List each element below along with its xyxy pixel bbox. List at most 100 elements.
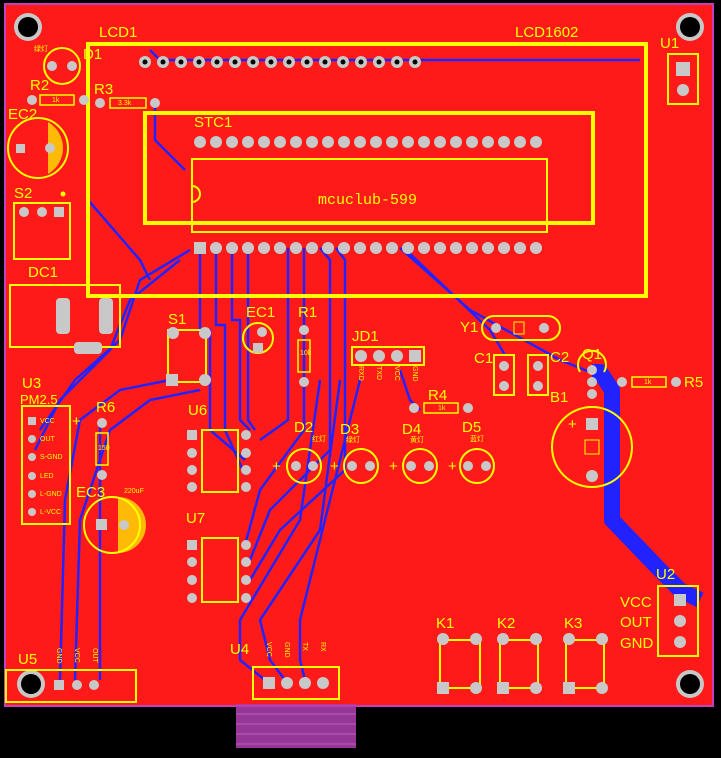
label-c2: C2 (550, 349, 570, 366)
label-u3-pin2: OUT (40, 436, 55, 443)
label-r3-val: 3.3k (118, 100, 132, 107)
label-d3-plus: + (330, 458, 339, 475)
u5-header (5, 669, 137, 703)
label-u2-pin1: VCC (620, 594, 652, 611)
label-ec2: EC2 (8, 106, 38, 123)
label-b1-plus: + (568, 416, 577, 433)
label-k3: K3 (564, 615, 583, 632)
label-u3-pin4: LED (40, 473, 54, 480)
r1-resistor (297, 325, 311, 387)
label-u4-pin3: TX (301, 642, 308, 651)
r3-resistor (95, 97, 160, 109)
label-d1: D1 (83, 46, 103, 63)
label-y1: Y1 (460, 319, 479, 336)
d5-led (459, 448, 495, 484)
label-dc1: DC1 (28, 264, 59, 281)
u3-sensor (21, 405, 71, 525)
label-jd1-pin3: VCC (393, 366, 400, 381)
k3-button (563, 633, 608, 694)
u7-ic (187, 537, 251, 603)
label-u3-pin3: S-GND (40, 454, 63, 461)
label-u3-pin6: L-VCC (40, 509, 62, 516)
d4-led (402, 448, 438, 484)
label-u7: U7 (186, 510, 206, 527)
label-d4-plus: + (389, 458, 398, 475)
label-u2-pin3: GND (620, 635, 654, 652)
power-trace (592, 364, 704, 608)
lcd-header-pins (139, 56, 421, 68)
ec2-capacitor (7, 117, 69, 179)
label-c1: C1 (474, 350, 494, 367)
label-u5-pin2: VCC (73, 648, 80, 663)
label-u4-pin1: VCC (265, 642, 272, 657)
jd1-header (351, 346, 425, 366)
label-d5: D5 (462, 419, 482, 436)
label-jd1: JD1 (352, 328, 379, 345)
stc1-pins-bottom (194, 242, 542, 254)
c2-capacitor (527, 354, 549, 396)
label-r4-val: 1k (438, 405, 446, 412)
label-jd1-pin1: RXD (357, 366, 364, 381)
label-r1-val: 10k (300, 350, 312, 357)
label-u2: U2 (656, 566, 676, 583)
label-d2-sub: 红灯 (312, 436, 326, 443)
label-r4: R4 (428, 387, 448, 404)
label-s1: S1 (168, 311, 187, 328)
label-lcd1: LCD1 (99, 24, 138, 41)
label-d5-sub: 蓝灯 (470, 436, 484, 443)
label-r1: R1 (298, 304, 318, 321)
label-b1: B1 (550, 389, 569, 406)
r4-resistor (409, 402, 473, 414)
label-d1-sub: 绿灯 (34, 46, 48, 53)
label-k1: K1 (436, 615, 455, 632)
q1-transistor (577, 349, 607, 399)
d2-led (286, 448, 322, 484)
label-u5-pin3: OUT (91, 648, 98, 663)
label-u3-plus: + (72, 413, 81, 430)
usb-keepout (236, 704, 356, 748)
label-u3-pin1: VCC (40, 418, 55, 425)
label-mcu-text: mcuclub-599 (318, 192, 418, 209)
stc1-pins-top (194, 136, 542, 148)
lcd1602-outline (86, 42, 648, 298)
label-d3-sub: 绿灯 (346, 437, 360, 444)
r6-resistor (95, 418, 109, 480)
label-r5: R5 (684, 374, 704, 391)
label-d2: D2 (294, 419, 314, 436)
r5-resistor (617, 376, 681, 388)
u6-ic (187, 429, 251, 493)
mounting-holes (14, 13, 704, 698)
label-jd1-pin4: GND (411, 366, 418, 382)
label-r2-val: 1k (52, 97, 60, 104)
label-lcd1602: LCD1602 (515, 24, 579, 41)
label-ec3: EC3 (76, 484, 106, 501)
u4-header (252, 666, 340, 700)
label-u5-pin1: GND (55, 648, 62, 664)
r2-resistor (27, 94, 89, 106)
label-d4: D4 (402, 421, 422, 438)
ec3-capacitor (83, 496, 146, 554)
k1-button (437, 633, 482, 694)
label-u4: U4 (230, 641, 250, 658)
label-u2-pin2: OUT (620, 614, 652, 631)
d3-led (343, 448, 379, 484)
label-stc1: STC1 (194, 114, 233, 131)
label-u3: U3 (22, 375, 42, 392)
label-u6: U6 (188, 402, 208, 419)
stc1-outline (143, 111, 595, 225)
label-k2: K2 (497, 615, 516, 632)
label-u5: U5 (18, 651, 38, 668)
label-r3: R3 (94, 81, 114, 98)
label-q1: Q1 (582, 346, 603, 363)
ec1-capacitor (242, 322, 274, 354)
label-r6: R6 (96, 399, 116, 416)
k2-button (497, 633, 542, 694)
label-d2-plus: + (272, 458, 281, 475)
d1-led (43, 47, 81, 85)
label-u4-pin2: GND (283, 642, 290, 658)
s2-switch (13, 191, 71, 260)
label-d3: D3 (340, 421, 360, 438)
label-pm25: PM2.5 (20, 392, 58, 407)
c1-capacitor (493, 354, 515, 396)
